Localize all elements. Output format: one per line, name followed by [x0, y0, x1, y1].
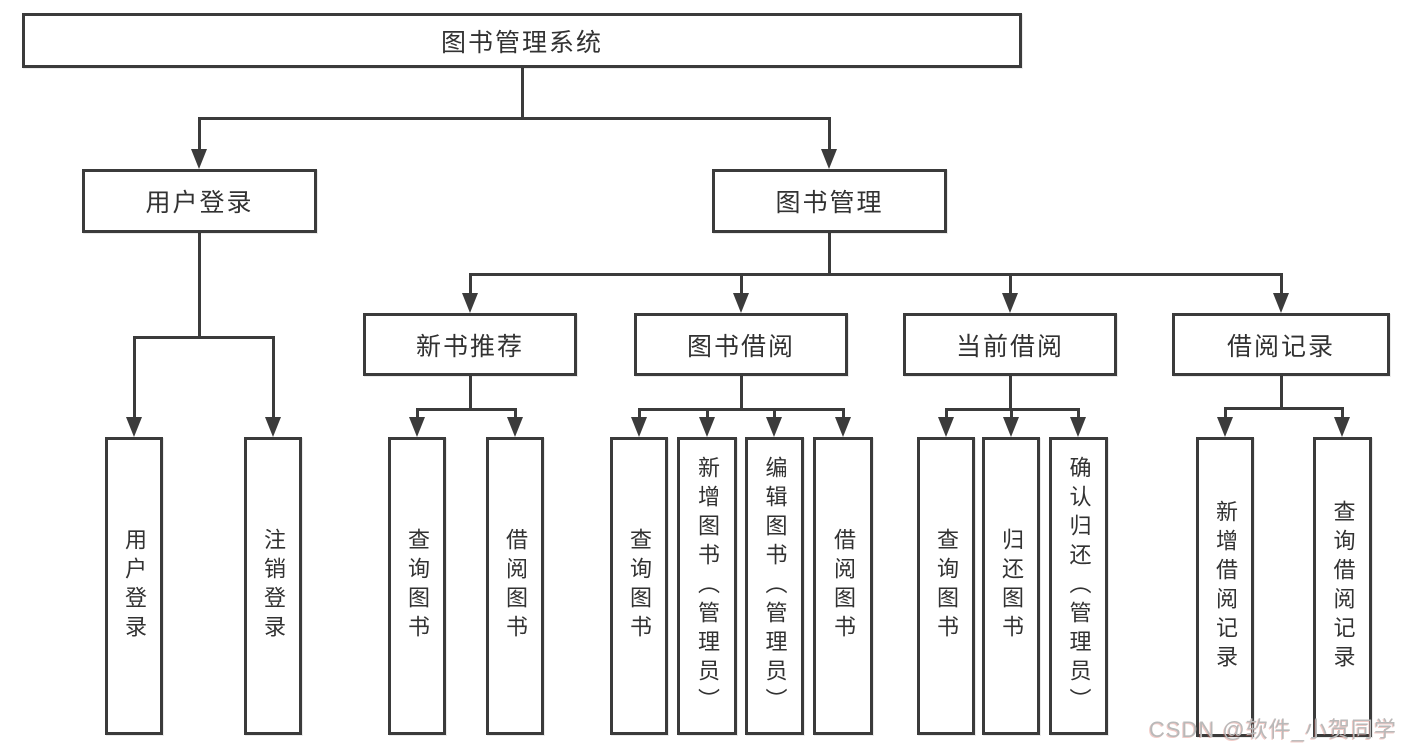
node-label-cb-return-book: 归还图书	[999, 528, 1024, 644]
connector-line	[197, 117, 201, 155]
arrow-down-icon	[409, 417, 425, 437]
node-label-cb-query-book: 查询图书	[934, 528, 959, 644]
node-user-login: 用户登录	[82, 169, 317, 233]
connector-line	[1279, 376, 1283, 410]
node-label-login-user: 用户登录	[122, 528, 147, 644]
connector-line	[271, 336, 275, 423]
arrow-down-icon	[699, 417, 715, 437]
connector-line	[415, 408, 419, 423]
connector-line	[1223, 407, 1344, 410]
node-label-br-add-record: 新增借阅记录	[1213, 500, 1238, 674]
connector-line	[772, 408, 776, 423]
connector-line	[1008, 376, 1012, 411]
connector-line	[944, 408, 948, 423]
node-label-rec-borrow-book: 借阅图书	[503, 528, 528, 644]
arrow-down-icon	[1003, 417, 1019, 437]
connector-line	[841, 408, 845, 423]
node-root: 图书管理系统	[22, 13, 1022, 68]
connector-line	[827, 117, 831, 155]
node-bb-add-book: 新增图书（管理员）	[677, 437, 737, 735]
connector-line	[132, 336, 275, 339]
node-book-borrow: 图书借阅	[634, 313, 848, 376]
node-bb-edit-book: 编辑图书（管理员）	[745, 437, 804, 735]
connector-line	[1076, 408, 1080, 423]
connector-line	[513, 408, 517, 423]
arrow-down-icon	[821, 149, 837, 169]
node-label-root: 图书管理系统	[440, 28, 603, 57]
node-bb-borrow-book: 借阅图书	[813, 437, 873, 735]
arrow-down-icon	[1334, 417, 1350, 437]
node-label-cb-confirm-return: 确认归还（管理员）	[1066, 455, 1092, 717]
csdn-watermark: CSDN @软件_小贺同学	[1148, 717, 1397, 742]
connector-line	[468, 273, 472, 299]
arrow-down-icon	[1273, 293, 1289, 313]
node-cb-confirm-return: 确认归还（管理员）	[1049, 437, 1108, 735]
connector-line	[1008, 273, 1012, 299]
connector-line	[1279, 273, 1283, 299]
node-label-book-borrow: 图书借阅	[686, 332, 795, 361]
connector-line	[415, 408, 517, 411]
node-label-bb-borrow-book: 借阅图书	[831, 528, 856, 644]
node-rec-query-book: 查询图书	[388, 437, 446, 735]
arrow-down-icon	[938, 417, 954, 437]
connector-line	[1340, 407, 1344, 423]
node-label-borrow-record: 借阅记录	[1226, 332, 1335, 361]
arrow-down-icon	[126, 417, 142, 437]
node-br-query-record: 查询借阅记录	[1313, 437, 1372, 737]
arrow-down-icon	[631, 417, 647, 437]
node-current-borrow: 当前借阅	[903, 313, 1117, 376]
node-label-login-logout: 注销登录	[261, 528, 286, 644]
arrow-down-icon	[766, 417, 782, 437]
node-label-book-mgmt: 图书管理	[775, 189, 884, 217]
connector-line	[132, 336, 136, 423]
node-label-current-borrow: 当前借阅	[955, 332, 1064, 361]
arrow-down-icon	[1070, 417, 1086, 437]
connector-line	[1223, 407, 1227, 423]
node-new-book-rec: 新书推荐	[363, 313, 577, 376]
node-borrow-record: 借阅记录	[1172, 313, 1390, 376]
arrow-down-icon	[265, 417, 281, 437]
node-login-user: 用户登录	[105, 437, 163, 735]
arrow-down-icon	[462, 293, 478, 313]
arrow-down-icon	[1217, 417, 1233, 437]
node-login-logout: 注销登录	[244, 437, 302, 735]
node-cb-return-book: 归还图书	[982, 437, 1040, 735]
connector-line	[637, 408, 641, 423]
connector-line	[637, 408, 845, 411]
connector-line	[1009, 408, 1013, 423]
connector-line	[468, 376, 472, 411]
node-rec-borrow-book: 借阅图书	[486, 437, 544, 735]
node-label-br-query-record: 查询借阅记录	[1330, 500, 1356, 674]
arrow-down-icon	[191, 149, 207, 169]
connector-line	[468, 273, 1283, 276]
node-label-bb-add-book: 新增图书（管理员）	[695, 455, 720, 717]
connector-line	[705, 408, 709, 423]
arrow-down-icon	[1002, 293, 1018, 313]
connector-line	[520, 68, 524, 120]
node-label-rec-query-book: 查询图书	[405, 528, 430, 644]
connector-line	[827, 233, 831, 276]
node-label-user-login: 用户登录	[145, 189, 254, 217]
node-label-bb-edit-book: 编辑图书（管理员）	[762, 455, 788, 717]
connector-line	[739, 376, 743, 411]
connector-line	[197, 233, 201, 339]
node-bb-query-book: 查询图书	[610, 437, 668, 735]
arrow-down-icon	[835, 417, 851, 437]
node-cb-query-book: 查询图书	[917, 437, 975, 735]
arrow-down-icon	[733, 293, 749, 313]
node-label-new-book-rec: 新书推荐	[415, 332, 524, 361]
node-book-mgmt: 图书管理	[712, 169, 947, 233]
connector-line	[739, 273, 743, 299]
arrow-down-icon	[507, 417, 523, 437]
node-label-bb-query-book: 查询图书	[627, 528, 652, 644]
node-br-add-record: 新增借阅记录	[1196, 437, 1254, 737]
connector-line	[197, 117, 831, 120]
